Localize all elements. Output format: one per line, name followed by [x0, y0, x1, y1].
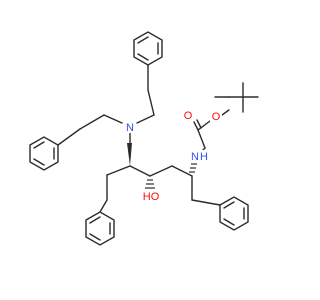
skeleton-bonds [79, 82, 259, 213]
bond-chain-1 [106, 165, 131, 176]
bond-chain-3 [149, 165, 173, 177]
bond-c-carbamate [197, 129, 206, 149]
atom-h-carbamate-label: H [200, 151, 208, 163]
benzene-ring-left [29, 128, 81, 171]
heteroatom-bonds [129, 109, 230, 154]
bond-bn1-ring [79, 114, 105, 130]
bond-chain-7 [191, 199, 221, 206]
bond-bn2-ring [147, 89, 155, 116]
atom-o-ether: O [210, 110, 222, 123]
bond-chain-8 [99, 199, 108, 213]
benzene-ring-top [133, 31, 163, 91]
stereo-bonds [127, 143, 197, 189]
atom-hydroxyl-label: HO [143, 191, 160, 203]
benzene-ring-bottom-right [219, 196, 249, 231]
bond-chain-4 [171, 165, 193, 177]
atom-o-carbonyl-label: O [184, 110, 193, 122]
stereo-hash-oh [145, 179, 155, 189]
atom-hydroxyl: HO [141, 190, 161, 203]
bond-chain-2 [129, 165, 151, 177]
benzene-ring-bottom-left [85, 211, 115, 246]
bond-bn2-ch2 [136, 114, 155, 124]
atom-labels: O O N H N HO [124, 109, 222, 203]
molecule-structure: O O N H N HO [29, 31, 259, 246]
atom-n-carbamate: N H [189, 150, 209, 163]
stereo-wedge-n [127, 143, 132, 166]
stereo-hash-nh [189, 163, 197, 173]
atom-o-ether-label: O [212, 111, 221, 123]
bond-bn1-ch2 [103, 114, 123, 124]
atom-n-dibenzyl: N [124, 120, 136, 134]
atom-n-carbamate-label: N [191, 151, 199, 163]
atom-o-carbonyl: O [183, 109, 193, 122]
atom-n-dibenzyl-label: N [126, 122, 134, 134]
